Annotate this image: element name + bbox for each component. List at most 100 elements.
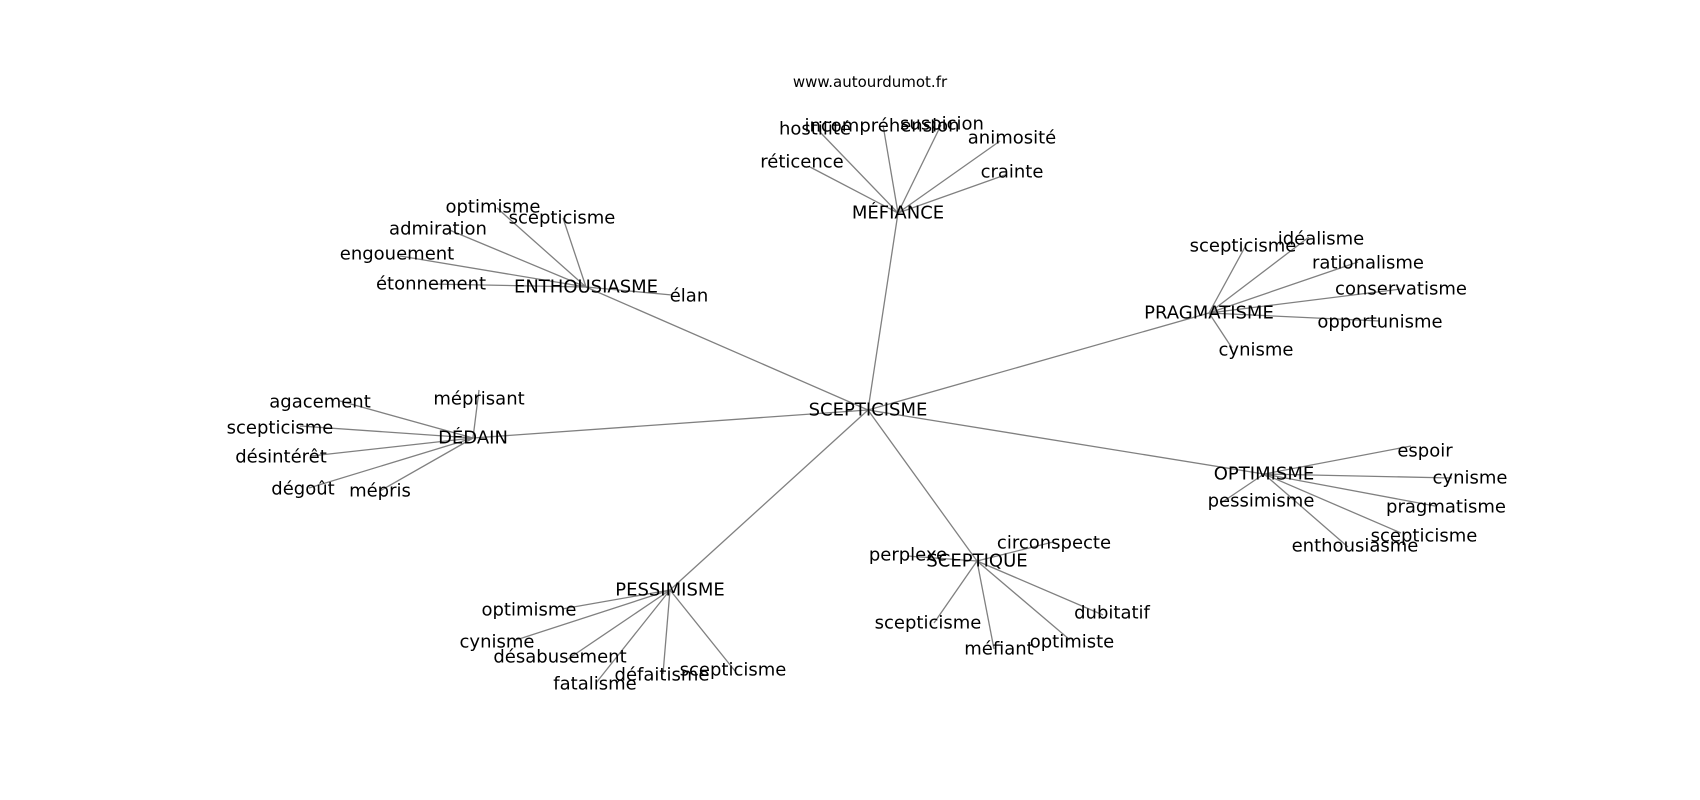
leaf-node-label: animosité: [968, 128, 1057, 149]
leaf-node-label: désabusement: [493, 647, 626, 668]
edge-hub-leaf: [933, 560, 978, 624]
edge-center-hub: [867, 409, 1265, 475]
leaf-node-label: dubitatif: [1074, 603, 1150, 624]
leaf-node-label: circonspecte: [997, 533, 1111, 554]
hub-node-label: MÉFIANCE: [852, 202, 944, 224]
edge-hub-leaf: [515, 589, 671, 641]
leaf-node-label: réticence: [760, 152, 844, 173]
edge-center-hub: [669, 409, 869, 591]
edge-hub-leaf: [379, 437, 474, 492]
edge-hub-leaf: [308, 437, 474, 489]
leaf-node-label: optimisme: [445, 197, 540, 218]
graph-labels: hostilitéincompréhensionsuspicionanimosi…: [227, 114, 1508, 695]
edge-hub-leaf: [882, 124, 899, 214]
edge-hub-leaf: [1208, 246, 1246, 314]
hub-node-label: ENTHOUSIASME: [514, 277, 658, 298]
leaf-node-label: opportunisme: [1317, 312, 1442, 333]
leaf-node-label: méfiant: [964, 639, 1033, 660]
edge-hub-leaf: [1263, 473, 1453, 479]
leaf-node-label: cynisme: [1219, 340, 1294, 361]
leaf-node-label: admiration: [389, 219, 487, 240]
edge-hub-leaf: [1208, 236, 1310, 314]
leaf-node-label: conservatisme: [1335, 279, 1467, 300]
edge-hub-leaf: [809, 166, 899, 214]
graph-edges: [299, 124, 1453, 684]
edge-center-hub: [472, 409, 869, 439]
leaf-node-label: scepticisme: [1190, 236, 1297, 257]
leaf-node-label: crainte: [981, 162, 1044, 183]
leaf-node-label: mépris: [349, 481, 411, 502]
edge-hub-leaf: [310, 437, 474, 457]
edge-center-hub: [867, 312, 1210, 411]
edge-hub-leaf: [561, 589, 671, 610]
edge-hub-leaf: [976, 560, 1104, 616]
edge-hub-leaf: [1263, 473, 1402, 534]
edge-hub-leaf: [1220, 473, 1265, 504]
hub-node-label: SCEPTIQUE: [926, 551, 1027, 572]
leaf-node-label: étonnement: [376, 274, 486, 295]
edge-hub-leaf: [496, 207, 587, 288]
edge-hub-leaf: [1208, 312, 1381, 322]
edge-hub-leaf: [1263, 473, 1436, 507]
leaf-node-label: hostilité: [779, 119, 851, 140]
leaf-node-label: dégoût: [271, 479, 334, 500]
leaf-node-label: incompréhension: [804, 116, 959, 137]
edge-hub-leaf: [669, 589, 736, 672]
edge-hub-leaf: [1263, 445, 1412, 475]
leaf-node-label: fatalisme: [553, 674, 636, 695]
leaf-node-label: scepticisme: [680, 660, 787, 681]
leaf-node-label: espoir: [1397, 441, 1453, 462]
edge-hub-leaf: [446, 228, 587, 288]
leaf-node-label: cynisme: [1433, 468, 1508, 489]
edge-hub-leaf: [897, 174, 1006, 214]
edge-hub-leaf: [567, 589, 671, 660]
edge-hub-leaf: [585, 286, 673, 296]
leaf-node-label: pragmatisme: [1386, 497, 1506, 518]
leaf-node-label: idéalisme: [1278, 229, 1365, 250]
leaf-node-label: agacement: [269, 392, 371, 413]
edge-hub-leaf: [1263, 473, 1349, 548]
edge-center-hub: [585, 286, 869, 411]
leaf-node-label: cynisme: [460, 632, 535, 653]
edge-hub-leaf: [339, 400, 474, 439]
hub-node-label: OPTIMISME: [1214, 464, 1315, 485]
edge-hub-leaf: [817, 129, 899, 214]
edge-hub-leaf: [562, 217, 587, 288]
edge-hub-leaf: [595, 589, 671, 684]
leaf-node-label: élan: [670, 286, 709, 307]
leaf-node-label: enthousiasme: [1292, 536, 1419, 557]
edge-hub-leaf: [897, 124, 942, 214]
leaf-node-label: perplexe: [869, 545, 947, 566]
site-url: www.autourdumot.fr: [793, 73, 948, 91]
edge-center-hub: [867, 212, 899, 411]
edge-hub-leaf: [906, 555, 978, 562]
leaf-node-label: défaitisme: [615, 665, 710, 686]
edge-hub-leaf: [399, 255, 587, 288]
leaf-node-label: scepticisme: [875, 613, 982, 634]
edge-hub-leaf: [472, 389, 480, 439]
edge-hub-leaf: [897, 140, 1001, 214]
leaf-node-label: pessimisme: [1208, 491, 1315, 512]
edge-hub-leaf: [976, 541, 1054, 562]
edge-hub-leaf: [430, 283, 587, 288]
leaf-node-label: optimiste: [1030, 632, 1115, 653]
edge-hub-leaf: [299, 425, 474, 439]
leaf-node-label: rationalisme: [1312, 253, 1424, 274]
leaf-node-label: scepticisme: [227, 418, 334, 439]
edge-hub-leaf: [662, 589, 671, 675]
edge-hub-leaf: [976, 560, 1071, 641]
leaf-node-label: optimisme: [481, 600, 576, 621]
leaf-node-label: scepticisme: [509, 208, 616, 229]
leaf-node-label: désintérêt: [235, 447, 327, 468]
leaf-node-label: suspicion: [900, 114, 984, 135]
center-node-label: SCEPTICISME: [809, 400, 928, 421]
edge-hub-leaf: [976, 560, 995, 650]
edge-hub-leaf: [1208, 261, 1359, 314]
edge-hub-leaf: [1208, 312, 1233, 349]
leaf-node-label: engouement: [340, 244, 454, 265]
hub-node-label: PRAGMATISME: [1144, 303, 1274, 324]
edge-center-hub: [867, 409, 978, 562]
leaf-node-label: scepticisme: [1371, 526, 1478, 547]
leaf-node-label: méprisant: [433, 389, 524, 410]
